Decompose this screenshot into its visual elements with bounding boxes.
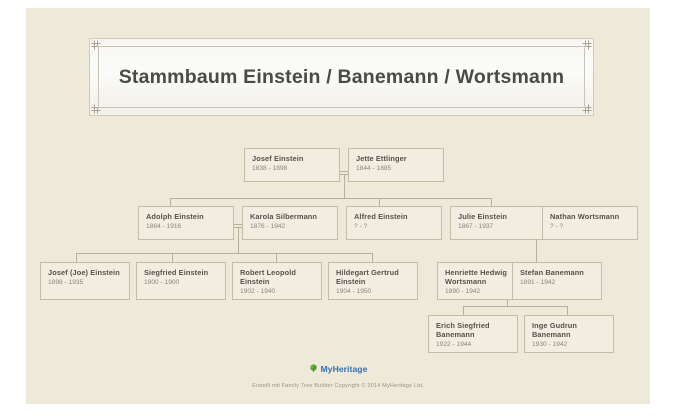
person-dates: 1904 - 1950 bbox=[336, 288, 372, 296]
child-stem bbox=[491, 198, 492, 206]
descent-line bbox=[238, 227, 239, 253]
person-name: Adolph Einstein bbox=[146, 212, 204, 221]
person-dates: 1876 - 1942 bbox=[250, 223, 286, 231]
child-stem bbox=[172, 253, 173, 262]
person-card[interactable]: Hildegart Gertrud Einstein 1904 - 1950 bbox=[328, 262, 418, 300]
copyright-text: Erstellt mit Family Tree Builder Copyrig… bbox=[252, 383, 424, 389]
family-tree: Josef Einstein 1838 - 1898 Jette Ettling… bbox=[26, 8, 650, 404]
sibling-bar bbox=[170, 198, 491, 199]
person-card[interactable]: Inge Gudrun Banemann 1930 - 1942 bbox=[524, 315, 614, 353]
chart-canvas: Stammbaum Einstein / Banemann / Wortsman… bbox=[26, 8, 650, 404]
person-card[interactable]: Robert Leopold Einstein 1902 - 1940 bbox=[232, 262, 322, 300]
person-card[interactable]: Jette Ettlinger 1844 - 1885 bbox=[348, 148, 444, 182]
person-name: Stefan Banemann bbox=[520, 268, 584, 277]
fretwork-corner-icon bbox=[576, 98, 592, 114]
person-dates: 1930 - 1942 bbox=[532, 341, 568, 349]
person-card[interactable]: Siegfried Einstein 1900 - 1900 bbox=[136, 262, 226, 300]
person-dates: 1867 - 1937 bbox=[458, 223, 494, 231]
person-name: Robert Leopold Einstein bbox=[240, 268, 297, 287]
sibling-bar bbox=[76, 253, 372, 254]
person-name: Karola Silbermann bbox=[250, 212, 318, 221]
fretwork-corner-icon bbox=[576, 40, 592, 56]
person-card[interactable]: Erich Siegfried Banemann 1922 - 1944 bbox=[428, 315, 518, 353]
title-frame: Stammbaum Einstein / Banemann / Wortsman… bbox=[98, 46, 585, 108]
child-stem bbox=[170, 198, 171, 206]
person-dates: 1844 - 1885 bbox=[356, 165, 392, 173]
person-card[interactable]: Josef Einstein 1838 - 1898 bbox=[244, 148, 340, 182]
person-name: Henriette Hedwig Wortsmann bbox=[445, 268, 507, 287]
person-dates: 1864 - 1916 bbox=[146, 223, 182, 231]
person-card[interactable]: Julie Einstein 1867 - 1937 bbox=[450, 206, 546, 240]
person-dates: 1898 - 1935 bbox=[48, 279, 84, 287]
title-banner: Stammbaum Einstein / Banemann / Wortsman… bbox=[89, 38, 594, 116]
person-name: Alfred Einstein bbox=[354, 212, 408, 221]
person-name: Josef (Joe) Einstein bbox=[48, 268, 120, 277]
person-dates: 1902 - 1940 bbox=[240, 288, 276, 296]
person-dates: 1890 - 1942 bbox=[445, 288, 481, 296]
sibling-bar bbox=[463, 306, 567, 307]
fretwork-corner-icon bbox=[91, 40, 107, 56]
person-name: Josef Einstein bbox=[252, 154, 304, 163]
person-card[interactable]: Adolph Einstein 1864 - 1916 bbox=[138, 206, 234, 240]
person-name: Nathan Wortsmann bbox=[550, 212, 620, 221]
myheritage-logo[interactable]: MyHeritage bbox=[309, 364, 368, 374]
person-card[interactable]: Josef (Joe) Einstein 1898 - 1935 bbox=[40, 262, 130, 300]
page-title: Stammbaum Einstein / Banemann / Wortsman… bbox=[118, 65, 565, 88]
person-name: Jette Ettlinger bbox=[356, 154, 407, 163]
descent-line bbox=[536, 227, 537, 262]
fretwork-corner-icon bbox=[91, 98, 107, 114]
tree-logo-icon bbox=[309, 364, 318, 373]
person-name: Siegfried Einstein bbox=[144, 268, 209, 277]
person-card[interactable]: Nathan Wortsmann ? - ? bbox=[542, 206, 638, 240]
person-card[interactable]: Stefan Banemann 1891 - 1942 bbox=[512, 262, 602, 300]
person-dates: 1891 - 1942 bbox=[520, 279, 556, 287]
person-dates: 1900 - 1900 bbox=[144, 279, 180, 287]
person-dates: ? - ? bbox=[354, 223, 368, 231]
person-name: Hildegart Gertrud Einstein bbox=[336, 268, 399, 287]
person-dates: 1922 - 1944 bbox=[436, 341, 472, 349]
person-dates: 1838 - 1898 bbox=[252, 165, 288, 173]
person-card[interactable]: Karola Silbermann 1876 - 1942 bbox=[242, 206, 338, 240]
footer: MyHeritage Erstellt mit Family Tree Buil… bbox=[26, 360, 650, 390]
brand-label: MyHeritage bbox=[320, 363, 368, 374]
child-stem bbox=[567, 306, 568, 315]
descent-line bbox=[344, 174, 345, 198]
child-stem bbox=[76, 253, 77, 262]
person-name: Erich Siegfried Banemann bbox=[436, 321, 490, 340]
child-stem bbox=[276, 253, 277, 262]
child-stem bbox=[372, 253, 373, 262]
child-stem bbox=[379, 198, 380, 206]
person-name: Inge Gudrun Banemann bbox=[532, 321, 578, 340]
person-name: Julie Einstein bbox=[458, 212, 508, 221]
person-dates: ? - ? bbox=[550, 223, 564, 231]
child-stem bbox=[463, 306, 464, 315]
person-card[interactable]: Alfred Einstein ? - ? bbox=[346, 206, 442, 240]
